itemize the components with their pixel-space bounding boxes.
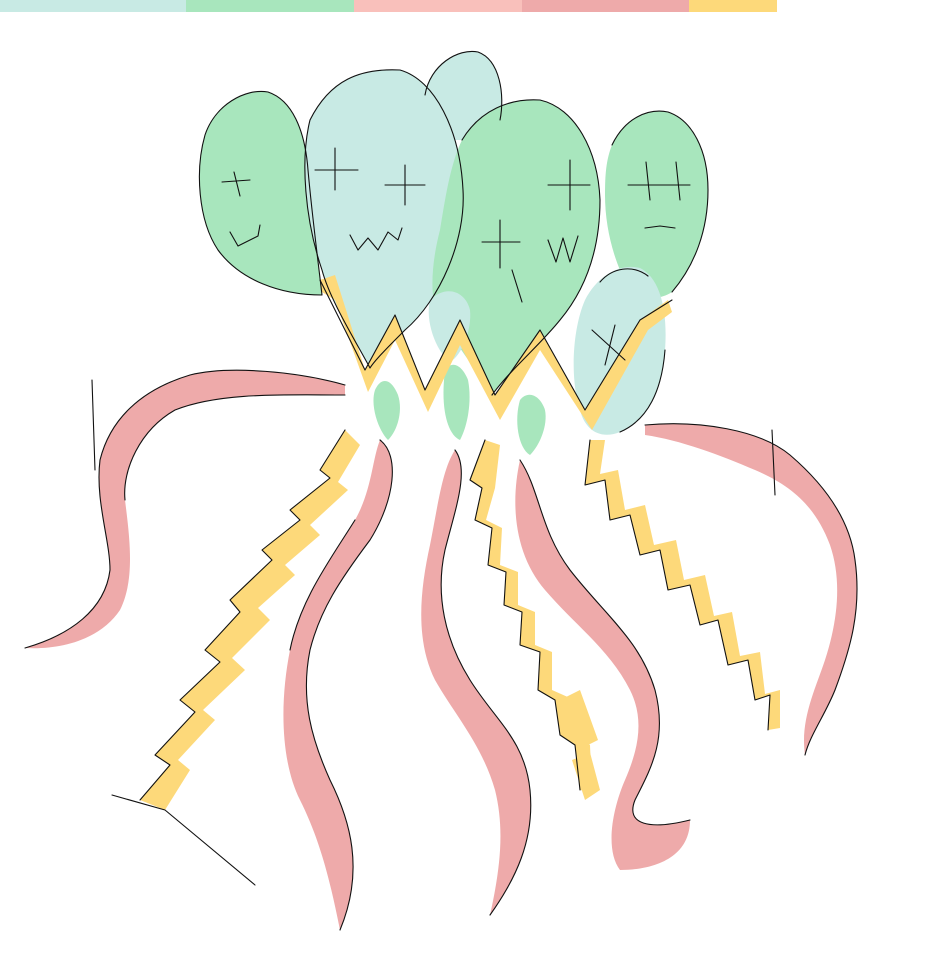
outline-head-back <box>424 50 503 121</box>
bolt-center <box>560 690 600 800</box>
tentacle-center-left <box>421 450 531 915</box>
face-eyes-3 <box>481 159 591 303</box>
outline-tentacle-center-left <box>440 449 532 916</box>
necks <box>373 364 546 455</box>
outline-bolt-center-left <box>469 439 581 791</box>
outline-tentacle-far-left <box>24 369 346 649</box>
tentacles <box>25 370 858 930</box>
outline-head-center-right <box>461 99 601 396</box>
swatch-pink[interactable] <box>522 0 689 12</box>
outline-bolt-right <box>584 439 771 731</box>
head-right <box>605 111 708 298</box>
outline-tentacle-left <box>289 439 393 931</box>
swatch-yellow[interactable] <box>689 0 777 12</box>
head-center-right <box>432 99 600 395</box>
lightning-bolts <box>140 430 780 810</box>
outline-head-lower-right <box>599 268 666 433</box>
swatch-mint[interactable] <box>0 0 186 12</box>
face-eyes-2 <box>314 147 426 251</box>
face-eyes-1 <box>221 171 261 247</box>
color-palette-bar <box>0 0 777 12</box>
face-eyes-5 <box>591 324 626 366</box>
bolt-right <box>585 440 780 730</box>
line-art <box>24 50 858 931</box>
neck-1 <box>373 380 400 440</box>
outline-bolt-left <box>111 429 346 886</box>
neck-2 <box>443 364 470 440</box>
head-center-left <box>304 69 464 368</box>
swatch-green[interactable] <box>186 0 354 12</box>
face-eyes-4 <box>627 161 691 229</box>
bolt-center-left <box>470 440 592 792</box>
outline-tentacle-right <box>644 423 858 756</box>
outline-tentacle-center-right <box>519 459 691 826</box>
bolt-left <box>140 430 360 810</box>
heads <box>199 51 708 435</box>
outline-crown <box>319 279 673 411</box>
tentacle-right <box>645 423 858 755</box>
tentacle-left <box>283 440 393 930</box>
tentacle-center-right <box>515 460 690 870</box>
outline-head-center-left <box>304 69 464 369</box>
outline-head-right <box>611 110 709 293</box>
head-left <box>199 91 322 295</box>
crown-zigzag <box>320 275 672 430</box>
neck-3 <box>517 394 546 455</box>
swatch-pink-light[interactable] <box>354 0 522 12</box>
